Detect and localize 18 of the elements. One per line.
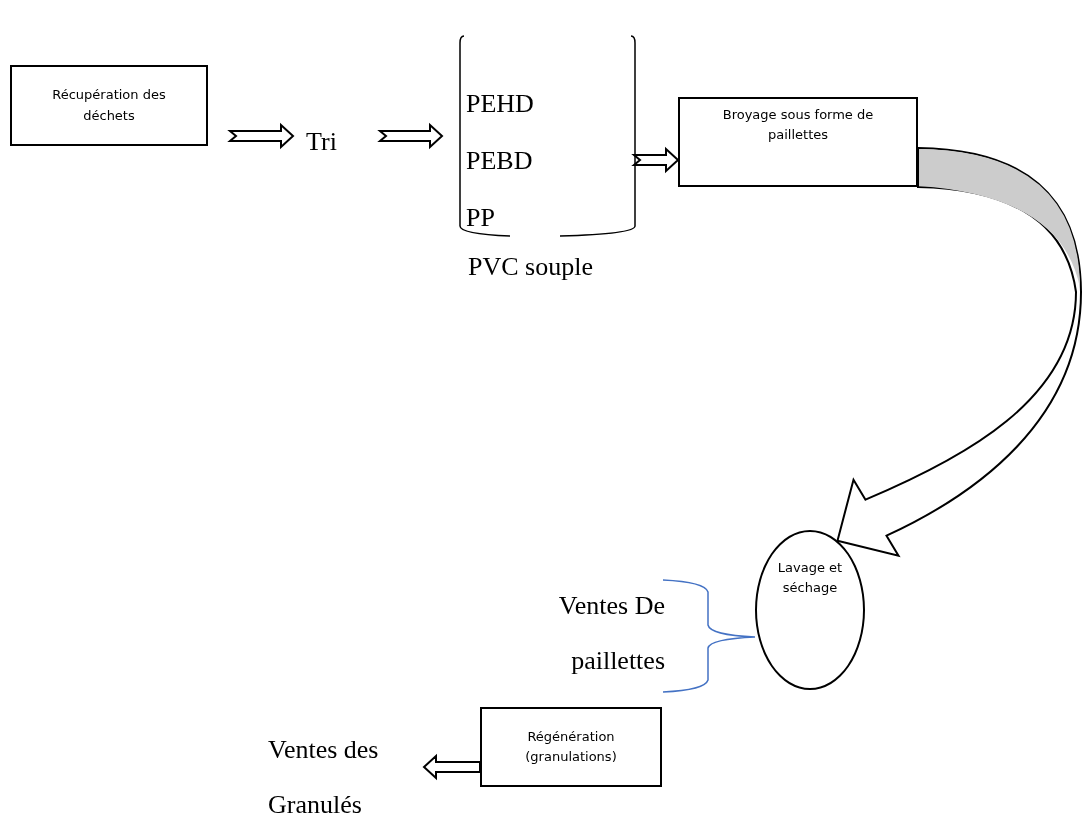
box-text: Régénération (granulations) [524, 727, 618, 766]
step-label: Tri [306, 126, 338, 158]
process-box [10, 65, 208, 146]
circle-text: Lavage et séchage [776, 559, 844, 598]
material-label: PVC souple [468, 252, 593, 282]
block-arrow [377, 122, 444, 150]
note-text: Ventes De paillettes [557, 590, 665, 677]
process-box [678, 97, 918, 187]
step-label: Ventes des Granulés [268, 734, 380, 821]
box-text: Récupération des déchets [51, 86, 167, 125]
block-arrow [422, 753, 481, 781]
block-arrow [631, 146, 680, 174]
block-arrow [227, 122, 295, 150]
material-label: PEHD [466, 88, 534, 120]
material-label: PP [466, 202, 495, 234]
material-label: PEBD [466, 145, 533, 177]
process-box [480, 707, 662, 787]
box-text: Broyage sous forme de paillettes [721, 106, 875, 145]
